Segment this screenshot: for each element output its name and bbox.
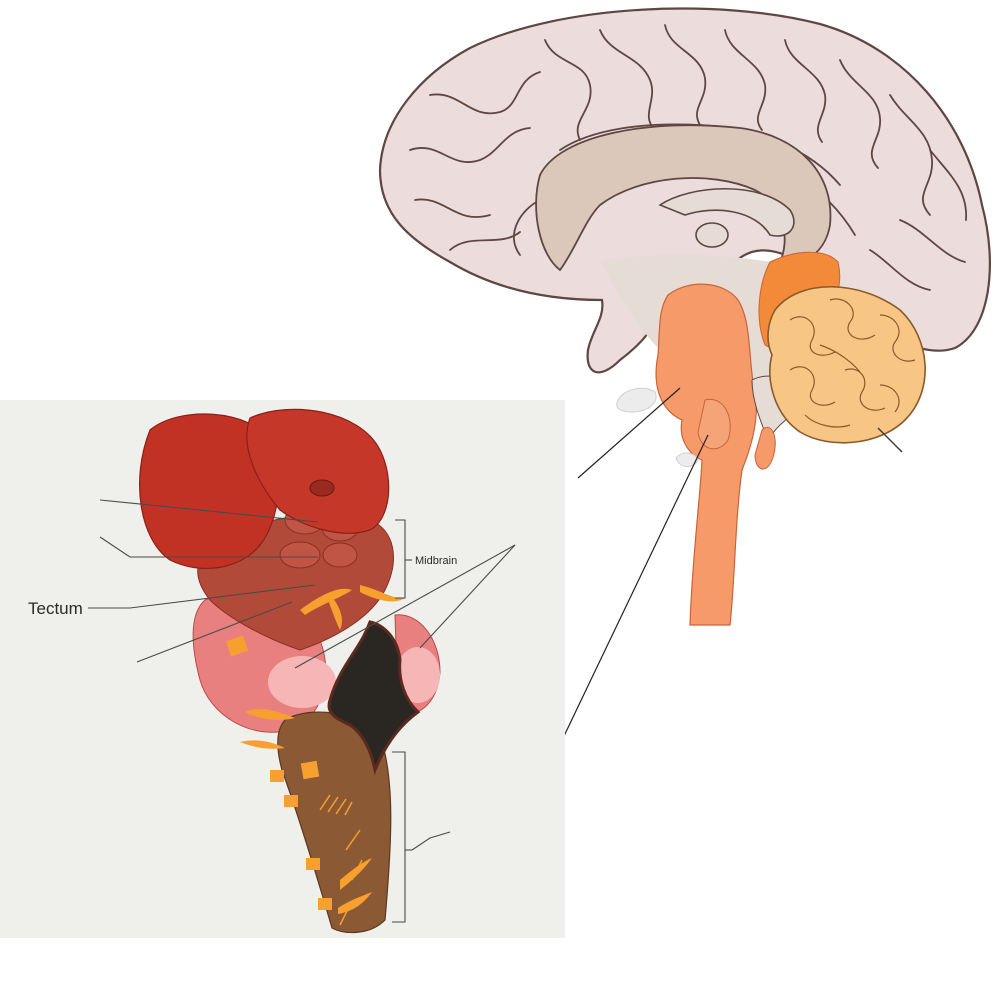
cerebellum <box>767 286 926 453</box>
label-tectum: Tectum <box>28 599 83 618</box>
fornix <box>658 188 795 237</box>
thalamus <box>695 222 729 248</box>
pituitary <box>675 452 699 467</box>
corpus-callosum <box>535 124 832 272</box>
gyri-lines <box>409 24 967 291</box>
inset-peduncle-right <box>396 647 440 703</box>
optic-chiasm <box>616 387 657 413</box>
brainstem-inset: Tectum Midbrain <box>0 400 565 938</box>
medulla-bracket <box>392 751 412 923</box>
inset-fourth-ventricle <box>327 620 421 776</box>
inset-medulla-streaks <box>319 794 363 926</box>
inset-hemisphere-left <box>139 413 280 570</box>
inset-leader-lines <box>88 499 516 851</box>
inset-peduncle-left <box>268 656 336 708</box>
pons-bulge <box>697 398 731 450</box>
leader-line-midbrain-sagittal <box>577 387 681 479</box>
inset-nerves <box>225 585 405 914</box>
brainstem <box>655 283 757 626</box>
sagittal-brain <box>378 7 991 626</box>
medulla-branch <box>754 427 776 470</box>
label-midbrain: Midbrain <box>415 555 457 567</box>
inset-hemisphere-right <box>246 408 390 534</box>
inset-pineal <box>309 479 335 497</box>
midbrain-bracket <box>395 519 412 599</box>
